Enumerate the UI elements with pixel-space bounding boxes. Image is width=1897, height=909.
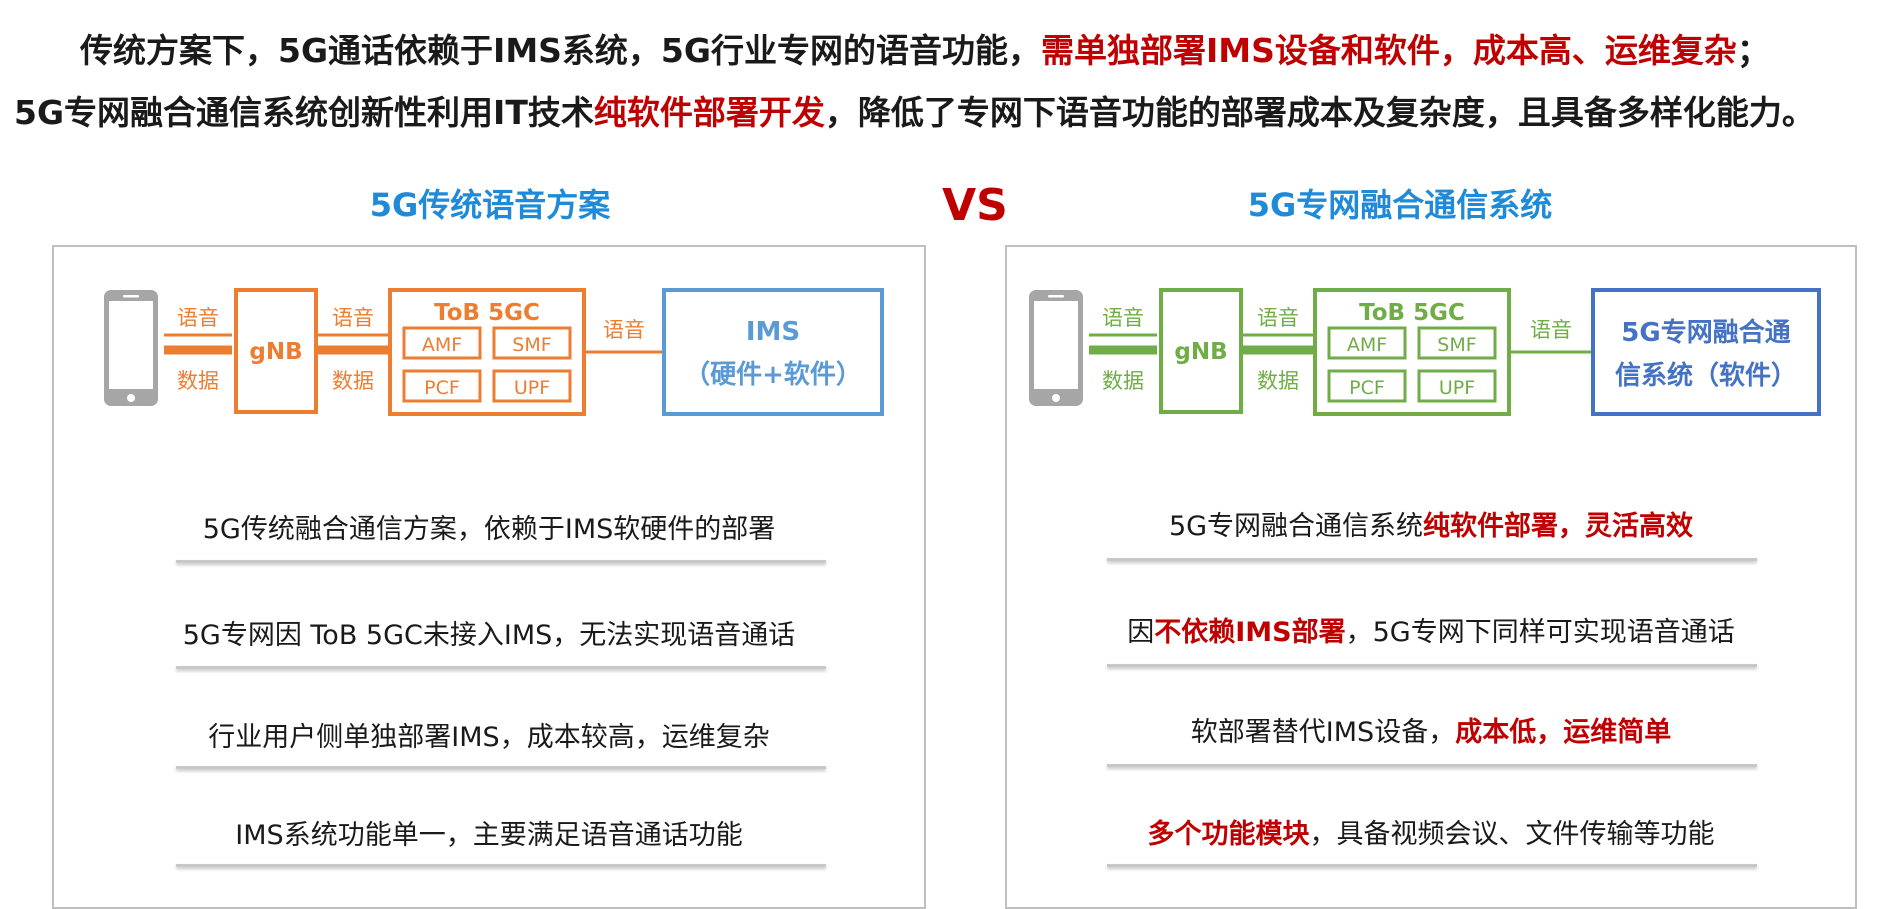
right-statement-2-text: 因: [1127, 617, 1155, 648]
gnb-label: gNB: [1174, 339, 1227, 365]
right-statement-3-highlight: 成本低，运维简单: [1455, 717, 1672, 748]
vs-label: VS: [942, 180, 1008, 231]
intro-line-1: 传统方案下，5G通话依赖于IMS系统，5G行业专网的语音功能，需单独部署IMS设…: [80, 24, 1897, 72]
right-statement-2-end: ，5G专网下同样可实现语音通话: [1345, 617, 1735, 648]
right-column-title: 5G专网融合通信系统: [1247, 186, 1553, 224]
left-statement-4: IMS系统功能单一，主要满足语音通话功能: [235, 820, 743, 851]
intro-line-2-highlight: 纯软件部署开发: [593, 93, 825, 132]
right-panel: 语音 数据 gNB 语音 数据 ToB 5GC AMF SMF PCF UPF …: [1005, 245, 1857, 909]
right-statement-4: 多个功能模块，具备视频会议、文件传输等功能: [1007, 815, 1855, 855]
core-box: [1313, 288, 1511, 416]
intro-line-2-text: 5G专网融合通信系统创新性利用IT技术: [14, 93, 594, 132]
nf-box-pcf: [402, 369, 482, 403]
nf-box-upf: [1417, 369, 1497, 403]
core-box: [388, 288, 586, 416]
data-label: 数据: [332, 369, 374, 393]
left-statement-3: 行业用户侧单独部署IMS，成本较高，运维复杂: [208, 722, 770, 753]
nf-box-amf: [402, 326, 482, 360]
data-label: 数据: [1102, 369, 1144, 393]
nf-label-pcf: PCF: [1349, 377, 1385, 399]
right-statement-2-divider: [1107, 664, 1757, 667]
right-statement-2: 因不依赖IMS部署，5G专网下同样可实现语音通话: [1007, 613, 1855, 653]
right-statement-1-divider: [1107, 558, 1757, 561]
nf-label-upf: UPF: [514, 377, 550, 399]
data-label: 数据: [1257, 369, 1299, 393]
right-statement-3-divider: [1107, 764, 1757, 767]
phone-icon: [104, 290, 158, 406]
left-statement-3-divider: [176, 766, 826, 769]
nf-box-upf: [492, 369, 572, 403]
voice-label: 语音: [1257, 306, 1299, 330]
intro-line-2-end: ，降低了专网下语音功能的部署成本及复杂度，且具备多样化能力。: [824, 93, 1815, 132]
left-statement-4-divider: [176, 864, 826, 867]
right-architecture-diagram: 语音 数据 gNB 语音 数据 ToB 5GC AMF SMF PCF UPF …: [1029, 288, 1821, 416]
intro-line-1-text: 传统方案下，5G通话依赖于IMS系统，5G行业专网的语音功能，: [80, 31, 1041, 70]
left-panel: 语音 数据 gNB 语音 数据 ToB 5GC AMF SMF PCF UPF …: [52, 245, 926, 909]
gnb-label: gNB: [249, 339, 302, 365]
nf-label-upf: UPF: [1439, 377, 1475, 399]
left-statement-1: 5G传统融合通信方案，依赖于IMS软硬件的部署: [202, 514, 776, 545]
core-title: ToB 5GC: [1359, 300, 1465, 326]
voice-label: 语音: [1102, 306, 1144, 330]
voice-label: 语音: [603, 318, 645, 342]
right-statement-4-highlight: 多个功能模块: [1147, 819, 1310, 850]
nf-label-amf: AMF: [1347, 334, 1387, 356]
intro-line-1-highlight: 需单独部署IMS设备和软件，成本高、运维复杂: [1040, 31, 1737, 70]
right-statement-1-text: 5G专网融合通信系统: [1168, 511, 1424, 542]
left-statement-1-divider: [176, 560, 826, 563]
intro-line-1-end: ；: [1736, 31, 1770, 70]
right-statement-2-highlight: 不依赖IMS部署: [1154, 617, 1346, 648]
nf-box-smf: [1417, 326, 1497, 360]
right-statement-3: 软部署替代IMS设备，成本低，运维简单: [1007, 713, 1855, 753]
gnb-box: [234, 288, 318, 414]
nf-label-pcf: PCF: [424, 377, 460, 399]
fusion-system-sublabel: 信系统（软件）: [1615, 360, 1797, 391]
nf-label-smf: SMF: [1437, 334, 1476, 356]
fusion-system-box: [1591, 288, 1821, 416]
voice-label: 语音: [332, 306, 374, 330]
nf-label-smf: SMF: [512, 334, 551, 356]
left-statement-2-divider: [176, 666, 826, 669]
core-title: ToB 5GC: [434, 300, 540, 326]
right-statement-4-end: ，具备视频会议、文件传输等功能: [1309, 819, 1715, 850]
gnb-box: [1159, 288, 1243, 414]
phone-icon: [1029, 290, 1083, 406]
ims-sublabel: （硬件+软件）: [684, 360, 862, 390]
right-statement-4-divider: [1107, 864, 1757, 867]
data-label: 数据: [177, 369, 219, 393]
right-statement-1: 5G专网融合通信系统纯软件部署，灵活高效: [1007, 507, 1855, 547]
nf-box-amf: [1327, 326, 1407, 360]
nf-box-pcf: [1327, 369, 1407, 403]
ims-label: IMS: [746, 317, 800, 347]
ims-box: [662, 288, 884, 416]
nf-label-amf: AMF: [422, 334, 462, 356]
left-architecture-diagram: 语音 数据 gNB 语音 数据 ToB 5GC AMF SMF PCF UPF …: [104, 288, 884, 416]
left-column-title: 5G传统语音方案: [369, 186, 611, 224]
fusion-system-label: 5G专网融合通: [1621, 317, 1790, 348]
intro-line-2: 5G专网融合通信系统创新性利用IT技术纯软件部署开发，降低了专网下语音功能的部署…: [14, 86, 1897, 134]
nf-box-smf: [492, 326, 572, 360]
right-statement-3-text: 软部署替代IMS设备，: [1190, 717, 1456, 748]
voice-label: 语音: [177, 306, 219, 330]
voice-label: 语音: [1530, 318, 1572, 342]
left-statement-2: 5G专网因 ToB 5GC未接入IMS，无法实现语音通话: [182, 620, 796, 651]
right-statement-1-highlight: 纯软件部署，灵活高效: [1423, 511, 1694, 542]
